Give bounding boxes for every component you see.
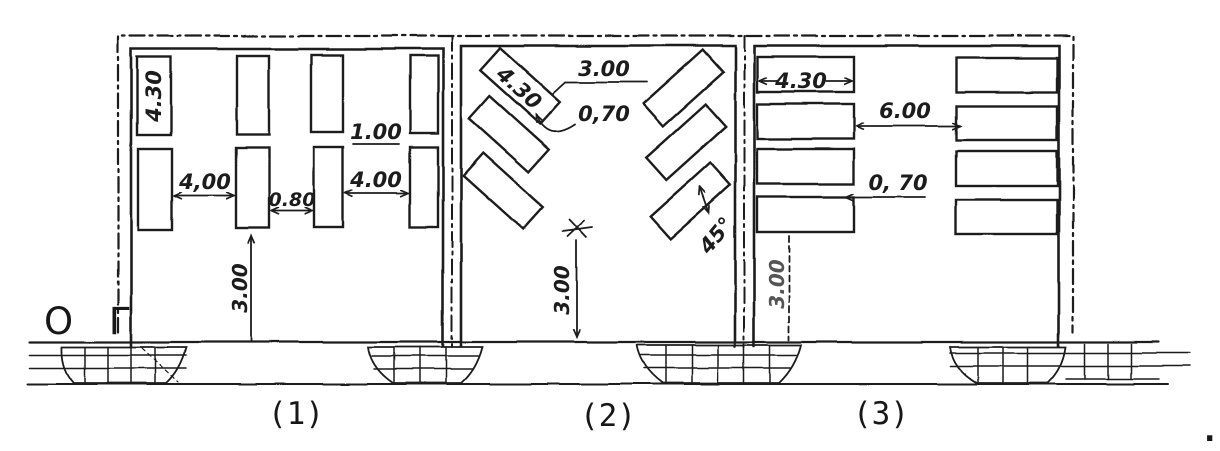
parking-stall: [954, 56, 1059, 94]
dim-height-p3: 3.00: [765, 259, 789, 308]
footing-3: [635, 344, 803, 384]
parking-stall: [408, 145, 440, 229]
parking-stall: [954, 104, 1059, 142]
parking-stall: [234, 146, 271, 230]
parking-stall: [954, 198, 1059, 236]
dim-top-tick: [562, 218, 594, 238]
parking-stall: [235, 54, 271, 137]
panel-1-walls: [129, 47, 445, 348]
parking-stall-angled: [644, 102, 728, 182]
panel-3-dimension-lines: [758, 81, 960, 341]
dim-edge-gap-p1: 1.00: [350, 120, 402, 144]
parking-stall-angled: [467, 94, 551, 174]
ground-datum-label: О Г: [44, 300, 143, 343]
parking-stall-angled: [478, 46, 562, 126]
dim-aisle-p2: 3.00: [578, 57, 630, 81]
panel-3-walls: [752, 44, 1061, 348]
parking-stall: [309, 53, 345, 134]
leader-offset: [535, 115, 576, 133]
dim-aisle-right-p1: 4.00: [349, 168, 402, 192]
dim-offset-p2: 0,70: [578, 102, 630, 126]
panel-1-stalls: [135, 53, 440, 232]
dim-gap-center-p1: 0.80: [269, 189, 316, 211]
parking-stall: [755, 147, 856, 186]
dim-arrow-angle: [700, 187, 709, 213]
parking-stall: [954, 149, 1059, 188]
footing-4: [948, 343, 1160, 384]
footing-2: [366, 346, 484, 384]
parking-stall: [755, 102, 856, 141]
dim-stall-length-p3: 4.30: [774, 69, 827, 93]
panel-1-dimension-lines: [173, 143, 408, 342]
parking-stall: [408, 54, 440, 135]
parking-stall: [135, 55, 173, 137]
panel-label-2: (2): [580, 398, 636, 434]
panel-2-dimension-lines: [535, 81, 709, 337]
parking-stall: [136, 147, 174, 232]
annotations: 4.30 4,00 0.80 4.00 1.00 3.00 4.30 3.00 …: [44, 57, 1215, 449]
dim-underline-aisle: [552, 81, 648, 94]
parking-stall: [755, 195, 856, 234]
parking-stall-angled: [461, 151, 545, 231]
parking-stall-angled: [641, 48, 725, 128]
panel-2-walls: [459, 44, 737, 348]
linework: [27, 34, 1191, 385]
panel-label-3: (3): [853, 396, 909, 432]
panel-2-stalls: [461, 46, 732, 241]
dim-angle-p2: 45°: [694, 212, 739, 259]
dim-offset-p3: 0, 70: [868, 171, 927, 195]
dim-stall-length-p1: 4.30: [142, 70, 166, 123]
dim-height-p1: 3.00: [228, 263, 252, 312]
footing-1: [61, 346, 188, 384]
parking-stall: [312, 145, 345, 229]
panel-label-1: (1): [268, 396, 324, 432]
stray-dot: .: [1204, 414, 1215, 449]
dim-aisle-p3: 6.00: [879, 99, 931, 123]
parking-stall: [755, 55, 856, 94]
dim-aisle-left-p1: 4,00: [178, 170, 231, 194]
outer-axis-border: [116, 34, 1075, 334]
dim-height-p2: 3.00: [550, 265, 574, 314]
